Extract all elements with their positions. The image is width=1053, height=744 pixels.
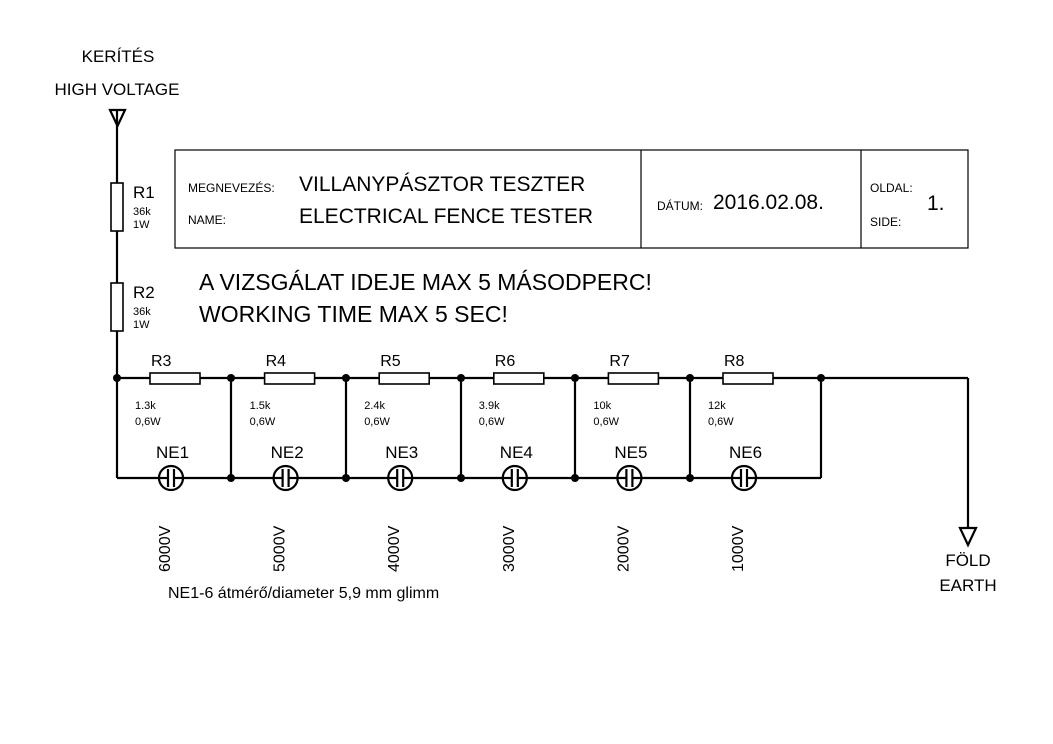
resistor-name: R3	[151, 353, 172, 370]
lamp-name: NE4	[500, 443, 533, 462]
lamp-voltage: 2000V	[615, 525, 632, 572]
resistor-power: 0,6W	[593, 416, 619, 428]
lamp-name: NE3	[385, 443, 418, 462]
junction-dot	[571, 474, 579, 482]
r1-power: 1W	[133, 219, 150, 231]
resistor-r5	[378, 372, 431, 385]
resistor-r7	[607, 372, 660, 385]
lamp-name: NE2	[271, 443, 304, 462]
lamp-name: NE6	[729, 443, 762, 462]
resistor-power: 0,6W	[479, 416, 505, 428]
junction-dot	[227, 474, 235, 482]
warning-hu: A VIZSGÁLAT IDEJE MAX 5 MÁSODPERC!	[199, 269, 652, 295]
resistor-r6	[492, 372, 545, 385]
resistor-value: 1.3k	[135, 400, 156, 412]
title-hu: VILLANYPÁSZTOR TESZTER	[299, 173, 585, 196]
earth-label-hu: FÖLD	[945, 551, 990, 570]
date-value: 2016.02.08.	[713, 191, 824, 214]
resistor-value: 1.5k	[250, 400, 271, 412]
r1-value: 36k	[133, 206, 151, 218]
resistor-name: R7	[609, 353, 630, 370]
resistor-r1	[110, 182, 124, 232]
stages: R3 1.3k 0,6W NE1 6000V R4 1.5k 0,6W NE2 5000V R5 2.…	[113, 353, 825, 572]
title-block	[174, 149, 969, 249]
resistor-name: R5	[380, 353, 401, 370]
resistor-power: 0,6W	[364, 416, 390, 428]
resistor-value: 12k	[708, 400, 726, 412]
resistor-power: 0,6W	[250, 416, 276, 428]
page-label-en: SIDE:	[870, 215, 901, 229]
lamp-name: NE1	[156, 443, 189, 462]
name-label-hu: MEGNEVEZÉS:	[188, 180, 275, 195]
resistor-r4	[263, 372, 316, 385]
r2-name: R2	[133, 283, 155, 302]
input-label-en: HIGH VOLTAGE	[54, 80, 179, 99]
lamp-note: NE1-6 átmérő/diameter 5,9 mm glimm	[168, 585, 439, 602]
warning-en: WORKING TIME MAX 5 SEC!	[199, 301, 508, 327]
r1-name: R1	[133, 183, 155, 202]
resistor-name: R8	[724, 353, 745, 370]
earth-label-en: EARTH	[939, 576, 996, 595]
lamp-name: NE5	[614, 443, 647, 462]
page-number: 1.	[927, 192, 945, 215]
resistor-name: R6	[495, 353, 516, 370]
junction-dot	[342, 474, 350, 482]
lamp-voltage: 4000V	[386, 525, 403, 572]
r2-power: 1W	[133, 319, 150, 331]
resistor-r2	[110, 282, 124, 332]
resistor-value: 3.9k	[479, 400, 500, 412]
lamp-voltage: 1000V	[730, 525, 747, 572]
lamp-voltage: 3000V	[501, 525, 518, 572]
resistor-value: 2.4k	[364, 400, 385, 412]
page-label-hu: OLDAL:	[870, 181, 913, 195]
junction-dot	[113, 374, 121, 382]
title-en: ELECTRICAL FENCE TESTER	[299, 205, 593, 228]
earth-terminal-icon	[958, 526, 978, 548]
lamp-voltage: 6000V	[157, 525, 174, 572]
resistor-r8	[722, 372, 774, 385]
r2-value: 36k	[133, 306, 151, 318]
resistor-power: 0,6W	[135, 416, 161, 428]
resistor-power: 0,6W	[708, 416, 734, 428]
resistor-r3	[149, 372, 201, 385]
resistor-name: R4	[266, 353, 287, 370]
input-label-hu: KERÍTÉS	[82, 47, 155, 66]
junction-dot	[686, 474, 694, 482]
junction-dot	[457, 474, 465, 482]
lamp-voltage: 5000V	[272, 525, 289, 572]
resistor-value: 10k	[593, 400, 611, 412]
name-label-en: NAME:	[188, 213, 226, 227]
date-label: DÁTUM:	[657, 198, 703, 213]
